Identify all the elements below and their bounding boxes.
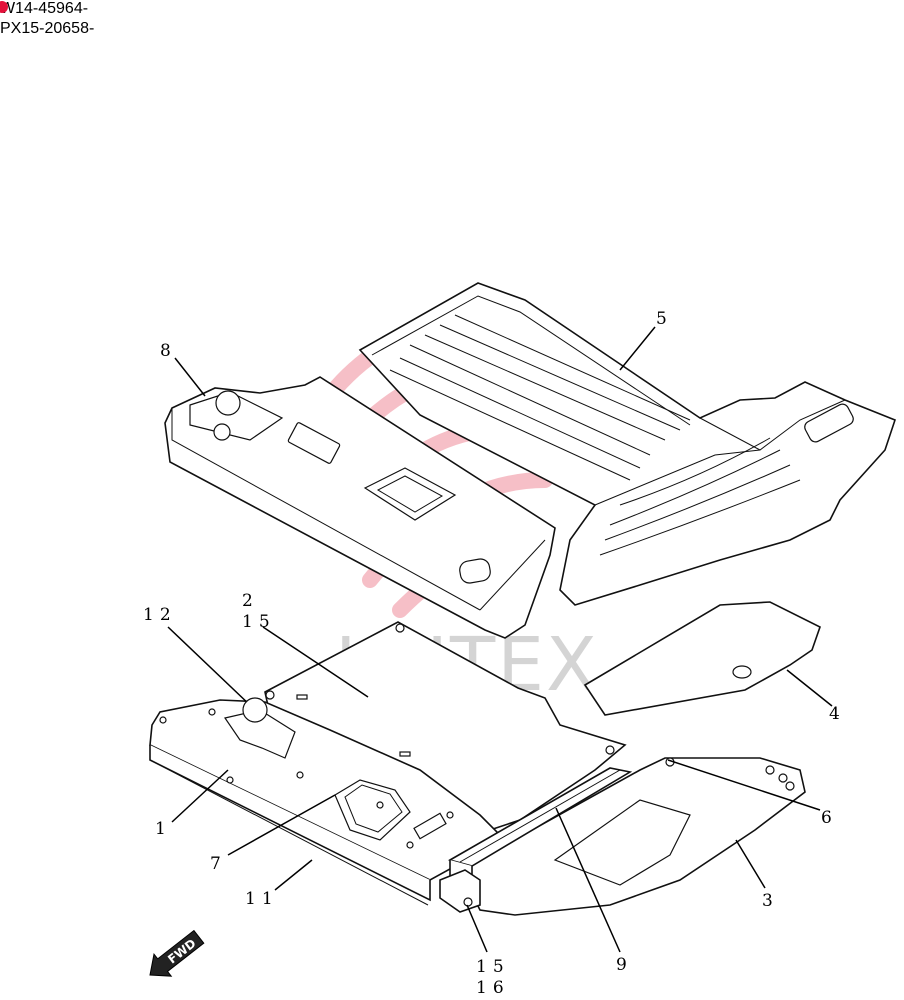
part-3-side-bracket [458,757,806,916]
part-12-plug [242,697,268,723]
fwd-arrow-icon: FWD [149,929,205,977]
callout-5: 5 [656,309,673,329]
part-code-line-1: W14-45964- [0,0,88,18]
part-5-rear-floor-mat [358,282,896,606]
callout-2: 2 [242,591,259,611]
leader-line-7 [227,794,336,856]
leader-line-2-15 [262,626,369,698]
leader-line-15-16 [466,904,488,953]
leader-line-8 [174,357,206,397]
leader-line-11 [274,859,313,891]
callout-12: 12 [143,605,177,625]
callout-7: 7 [210,854,227,874]
leader-lines [167,326,833,953]
callout-3: 3 [762,891,779,911]
callout-9: 9 [616,955,633,975]
leader-line-12 [167,626,253,708]
leader-line-1 [171,769,229,823]
callout-8: 8 [160,341,177,361]
callout-15-lower: 15 [476,957,510,977]
part-code-text-2: PX15-20658- [0,20,95,37]
part-1-lower-plate [149,699,502,906]
part-8-front-floor-mat [164,376,556,639]
callout-4: 4 [829,704,846,724]
leader-line-6 [667,759,821,811]
leader-line-5 [619,326,656,371]
callout-15-upper: 15 [242,612,276,632]
leader-line-4 [786,669,833,707]
part-code-text-1: W14-45964- [0,0,89,17]
callout-11: 11 [245,889,279,909]
red-dot-marker-icon [0,1,8,13]
part-4-pad [583,601,821,716]
leader-line-9 [555,807,621,953]
part-code-line-2: PX15-20658- [0,20,94,38]
callout-1: 1 [155,819,172,839]
leader-line-3 [735,839,766,889]
callout-labels: 8 5 12 2 15 4 6 1 7 11 3 9 15 16 [143,309,846,998]
part-9-rail [439,767,633,913]
callout-6: 6 [821,808,838,828]
callout-16: 16 [476,978,510,998]
